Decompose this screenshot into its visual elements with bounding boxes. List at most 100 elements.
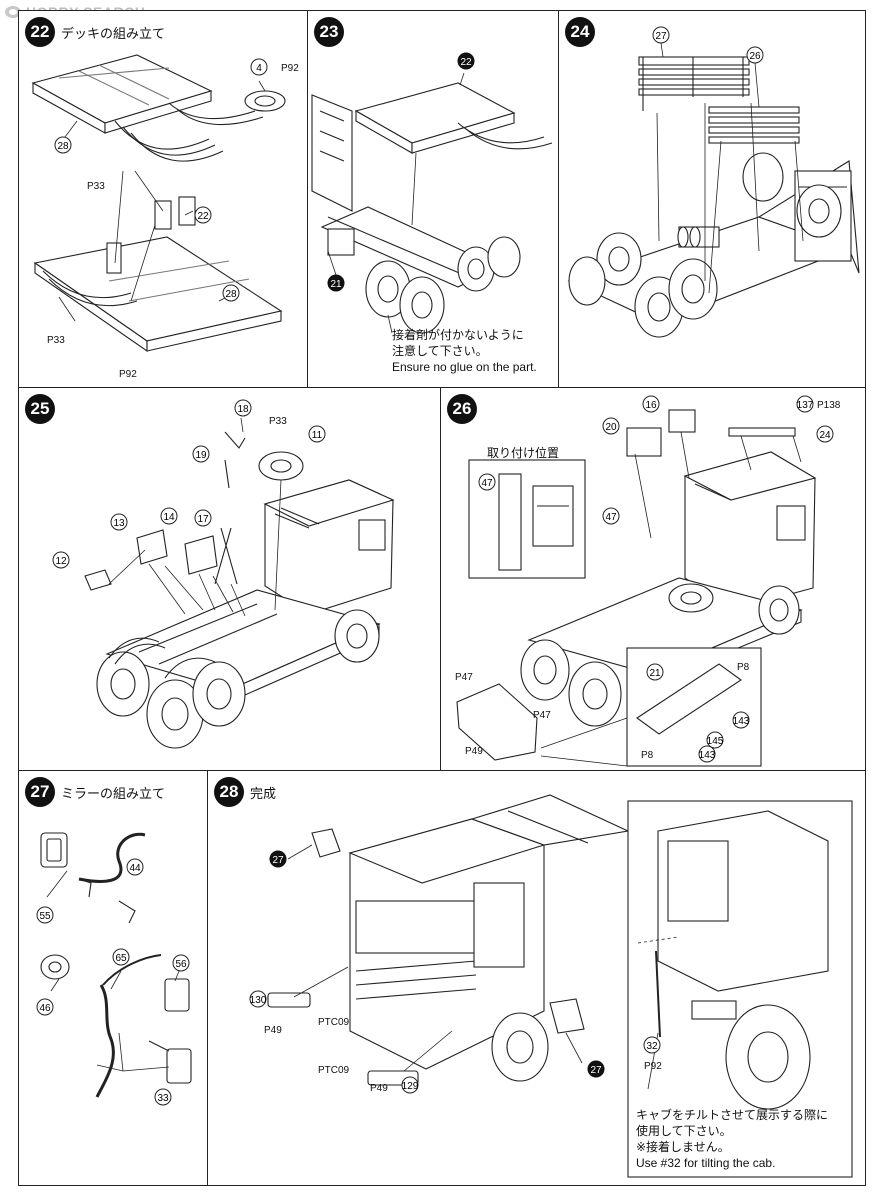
step-22-runner-refs: P92 P33 P33 P92 [47,63,299,380]
step-26-diagram: 16 137 20 24 47 47 21 143 145 143 P138 P… [455,395,841,767]
callout-label: 22 [197,211,209,222]
no-glue-note: 接着剤が付かないように 注意して下さい。 Ensure no glue on t… [392,327,537,375]
runner-ref: P33 [47,335,65,346]
runner-ref: P138 [817,400,841,411]
callout-label: 143 [733,716,750,727]
callout-label: 13 [113,518,125,529]
step-25-callouts: 18 11 19 13 14 17 12 [52,399,326,569]
step-27-panel: 44 55 65 56 46 33 27 ミラーの組み立て [18,770,208,1186]
runner-ref: PTC09 [318,1065,350,1076]
callout-label: 129 [402,1081,419,1092]
callout-label: 27 [590,1065,602,1076]
callout-label: 28 [57,141,69,152]
callout-label: 145 [707,736,724,747]
step-24-panel: 27 26 24 [558,10,866,388]
step-27-diagram: 44 55 65 56 46 33 [36,832,192,1106]
no-glue-note-jp-line1: 接着剤が付かないように [392,328,524,342]
runner-ref: P47 [455,672,473,683]
runner-ref: P92 [644,1061,662,1072]
callout-label: 46 [39,1003,51,1014]
step-27-callouts: 44 55 65 56 46 33 [36,858,190,1106]
callout-label: 27 [272,855,284,866]
step-26-callouts: 16 137 20 24 47 47 21 143 145 143 [478,395,834,763]
callout-label: 27 [655,31,667,42]
callout-label: 56 [175,959,187,970]
step-number: 27 [25,777,55,807]
runner-ref: P49 [370,1083,388,1094]
no-glue-note-jp-line2: 注意して下さい。 [392,344,488,358]
callout-label: 65 [115,953,127,964]
step-title: 完成 [250,786,277,802]
step-22-header: 22 デッキの組み立て [25,17,165,47]
tilt-note-jp-line2: 使用して下さい。 [636,1124,732,1138]
runner-ref: P8 [737,662,750,673]
step-28-runner-refs: P49 PTC09 PTC09 P49 P92 [264,1017,662,1094]
step-24-callouts: 27 26 [652,26,764,64]
callout-label: 28 [225,289,237,300]
step-25-header: 25 [25,394,55,424]
callout-label: 16 [645,400,657,411]
step-25-runner-refs: P33 [269,416,287,427]
mount-position-label: 取り付け位置 [487,446,560,460]
runner-ref: P8 [641,750,654,761]
callout-label: 24 [819,430,831,441]
step-23-callouts: 22 21 [327,52,475,292]
step-23-diagram: 22 21 [311,52,553,334]
tilt-cab-note: キャブをチルトさせて展示する際に 使用して下さい。 ※接着しません。 Use #… [636,1107,828,1171]
callout-label: 4 [256,63,262,74]
step-28-diagram: 27 130 129 27 32 P49 PTC09 PTC09 P49 P92 [249,794,853,1178]
callout-label: 19 [195,450,207,461]
step-23-panel: 22 21 23 接着剤が付かないように 注意して下さい。 Ensure no … [307,10,559,388]
callout-label: 55 [39,911,51,922]
step-number: 23 [314,17,344,47]
step-27-header: 27 ミラーの組み立て [25,777,165,807]
callout-label: 18 [237,404,249,415]
step-number: 28 [214,777,244,807]
step-number: 25 [25,394,55,424]
callout-label: 21 [330,279,342,290]
tilt-note-en: Use #32 for tilting the cab. [636,1156,776,1170]
runner-ref: P92 [281,63,299,74]
step-number: 24 [565,17,595,47]
callout-label: 14 [163,512,175,523]
step-24-header: 24 [565,17,595,47]
step-28-header: 28 完成 [214,777,276,807]
hobby-search-logo-icon [5,6,21,18]
step-22-diagram: 4 28 22 28 P92 P33 P33 P92 [31,54,299,380]
tilt-note-jp-line3: ※接着しません。 [636,1140,730,1154]
step-26-panel: 16 137 20 24 47 47 21 143 145 143 P138 P… [440,387,866,771]
callout-label: 44 [129,863,141,874]
step-26-runner-refs: P138 P47 P47 P49 P8 P8 [455,400,841,761]
callout-label: 32 [646,1041,658,1052]
step-23-header: 23 [314,17,344,47]
runner-ref: P49 [264,1025,282,1036]
callout-label: 130 [250,995,267,1006]
callout-label: 26 [749,51,761,62]
step-24-diagram: 27 26 [567,26,860,338]
runner-ref: P33 [87,181,105,192]
callout-label: 47 [605,512,617,523]
callout-label: 12 [55,556,67,567]
step-26-header: 26 [447,394,477,424]
callout-label: 21 [649,668,661,679]
step-number: 26 [447,394,477,424]
runner-ref: P33 [269,416,287,427]
callout-label: 137 [797,400,814,411]
callout-label: 47 [481,478,493,489]
step-number: 22 [25,17,55,47]
runner-ref: P47 [533,710,551,721]
step-28-callouts: 27 130 129 27 32 [249,850,661,1094]
callout-label: 17 [197,514,209,525]
callout-label: 22 [460,57,472,68]
step-28-panel: 27 130 129 27 32 P49 PTC09 PTC09 P49 P92… [207,770,866,1186]
runner-ref: P49 [465,746,483,757]
step-25-panel: 18 11 19 13 14 17 12 P33 25 [18,387,441,771]
runner-ref: PTC09 [318,1017,350,1028]
callout-label: 33 [157,1093,169,1104]
step-title: デッキの組み立て [61,26,166,42]
no-glue-note-en: Ensure no glue on the part. [392,360,537,374]
step-25-diagram: 18 11 19 13 14 17 12 P33 [52,399,395,749]
step-22-panel: 4 28 22 28 P92 P33 P33 P92 22 デッキの組み立て [18,10,308,388]
step-title: ミラーの組み立て [61,786,166,802]
callout-label: 20 [605,422,617,433]
